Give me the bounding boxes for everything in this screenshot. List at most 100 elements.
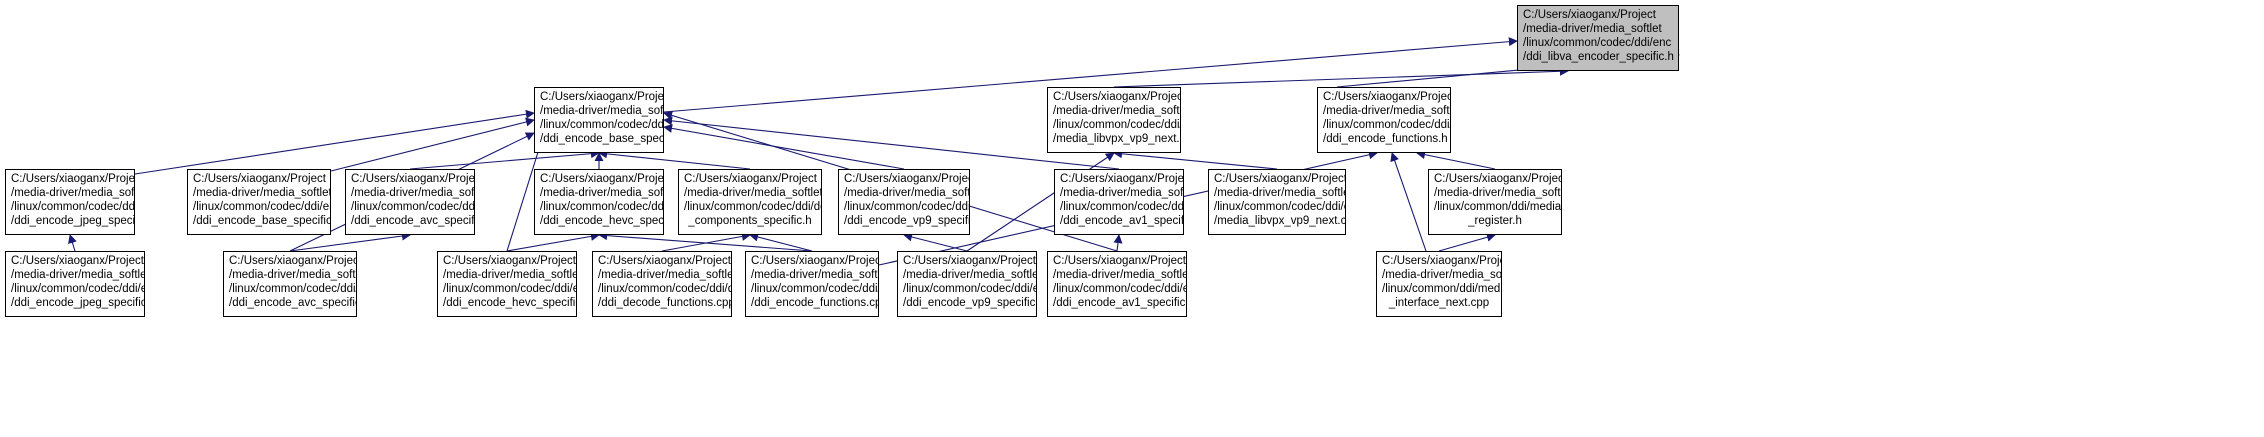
node-label-line: /media-driver/media_softlet [443, 269, 577, 281]
node-libva-reg-h[interactable]: C:/Users/xiaoganx/Project/media-driver/m… [1428, 169, 1562, 235]
node-base-cpp[interactable]: C:/Users/xiaoganx/Project/media-driver/m… [187, 169, 331, 235]
node-label-line: /linux/common/codec/ddi/enc [1053, 283, 1187, 295]
node-label-line: C:/Users/xiaoganx/Project [540, 91, 664, 103]
node-label-line: C:/Users/xiaoganx/Project [751, 255, 879, 267]
node-label-line: /media-driver/media_softlet [1323, 105, 1451, 117]
node-label-line: C:/Users/xiaoganx/Project [684, 173, 817, 185]
node-label-line: /linux/common/codec/ddi/enc [193, 201, 331, 213]
node-label-line: _components_specific.h [688, 215, 812, 227]
node-label-line: /ddi_libva_encoder_specific.h [1523, 51, 1674, 63]
node-label-line: /ddi_encode_vp9_specific.cpp [903, 297, 1036, 309]
node-label-line: C:/Users/xiaoganx/Project [903, 255, 1036, 267]
node-libva-iface-cpp[interactable]: C:/Users/xiaoganx/Project/media-driver/m… [1376, 251, 1502, 317]
node-label-line: /media-driver/media_softlet [1523, 23, 1662, 35]
node-label-line: C:/Users/xiaoganx/Project [1214, 173, 1346, 185]
node-label-line: /linux/common/codec/ddi/enc [1060, 201, 1184, 213]
node-label-line: /ddi_encode_avc_specific.h [351, 215, 475, 227]
node-label-line: /media-driver/media_softlet [1053, 105, 1181, 117]
edge-encode-fn-cpp-to-regcomp-h [749, 232, 813, 252]
node-label-line: /media-driver/media_softlet [684, 187, 822, 199]
edge-base-h-to-root [663, 37, 1518, 113]
node-label-line: /media-driver/media_softlet [351, 187, 475, 199]
node-label-line: /media-driver/media_softlet [193, 187, 331, 199]
node-label-line: /linux/common/codec/ddi/enc [903, 283, 1037, 295]
node-base-h[interactable]: C:/Users/xiaoganx/Project/media-driver/m… [534, 87, 664, 153]
node-jpeg-h[interactable]: C:/Users/xiaoganx/Project/media-driver/m… [5, 169, 135, 235]
node-hevc-cpp[interactable]: C:/Users/xiaoganx/Project/media-driver/m… [437, 251, 577, 317]
node-label-line: /media-driver/media_softlet [1053, 269, 1187, 281]
node-label-line: /media-driver/media_softlet [11, 269, 145, 281]
node-label-line: /media-driver/media_softlet [11, 187, 135, 199]
node-label-line: /media-driver/media_softlet [540, 105, 664, 117]
node-label-line: /linux/common/codec/ddi/enc [443, 283, 577, 295]
node-label-line: /ddi_encode_functions.h [1323, 133, 1448, 145]
node-label-line: /media-driver/media_softlet [1382, 269, 1502, 281]
node-vp9next-cpp[interactable]: C:/Users/xiaoganx/Project/media-driver/m… [1208, 169, 1346, 235]
node-root[interactable]: C:/Users/xiaoganx/Project/media-driver/m… [1517, 5, 1679, 71]
node-av1-h[interactable]: C:/Users/xiaoganx/Project/media-driver/m… [1054, 169, 1184, 235]
node-label-line: /linux/common/codec/ddi/enc [229, 283, 356, 295]
node-label-line: /ddi_decode_functions.cpp [598, 297, 732, 309]
node-label-line: /media-driver/media_softlet [1060, 187, 1184, 199]
node-label-line: /linux/common/codec/ddi/enc [1523, 37, 1672, 49]
node-label-line: /linux/common/codec/ddi/enc [1323, 119, 1450, 131]
node-label-line: /linux/common/codec/ddi/dec [598, 283, 732, 295]
edge-libva-iface-cpp-to-functions-h [1390, 152, 1427, 252]
node-label-line: C:/Users/xiaoganx/Project [598, 255, 731, 267]
node-label-line: _register.h [1468, 215, 1522, 227]
edge-base-cpp-to-base-h [330, 117, 535, 172]
edge-av1-h-to-base-h [663, 116, 1120, 170]
edge-vp9next-h-to-root [1113, 66, 1569, 88]
node-label-line: C:/Users/xiaoganx/Project [11, 173, 135, 185]
node-label-line: C:/Users/xiaoganx/Project [1382, 255, 1502, 267]
node-label-line: /linux/common/codec/ddi/enc [351, 201, 475, 213]
node-label-line: _interface_next.cpp [1388, 297, 1490, 309]
edge-decode-fn-cpp-to-regcomp-h [661, 232, 751, 252]
node-label-line: /ddi_encode_hevc_specific.h [540, 215, 664, 227]
node-vp9-h[interactable]: C:/Users/xiaoganx/Project/media-driver/m… [838, 169, 970, 235]
node-label-line: /ddi_encode_hevc_specific.cpp [443, 297, 576, 309]
node-label-line: /linux/common/codec/ddi/enc [540, 119, 664, 131]
node-label-line: /linux/common/ddi/media_libva [1434, 201, 1562, 213]
node-jpeg-cpp[interactable]: C:/Users/xiaoganx/Project/media-driver/m… [5, 251, 145, 317]
edge-jpeg-h-to-base-h [134, 109, 535, 175]
node-label-line: C:/Users/xiaoganx/Project [1053, 255, 1186, 267]
node-vp9-cpp[interactable]: C:/Users/xiaoganx/Project/media-driver/m… [897, 251, 1037, 317]
node-label-line: /media-driver/media_softlet [751, 269, 879, 281]
node-decode-fn-cpp[interactable]: C:/Users/xiaoganx/Project/media-driver/m… [592, 251, 732, 317]
node-hevc-h[interactable]: C:/Users/xiaoganx/Project/media-driver/m… [534, 169, 664, 235]
edge-avc-h-to-base-h [409, 149, 600, 170]
node-label-line: /media_libvpx_vp9_next.h [1053, 133, 1181, 145]
node-label-line: C:/Users/xiaoganx/Project [1060, 173, 1184, 185]
node-label-line: /ddi_encode_jpeg_specific.cpp [11, 297, 144, 309]
node-encode-fn-cpp[interactable]: C:/Users/xiaoganx/Project/media-driver/m… [745, 251, 879, 317]
node-label-line: /linux/common/codec/ddi/enc [1053, 119, 1180, 131]
node-label-line: /media-driver/media_softlet [903, 269, 1037, 281]
node-label-line: /ddi_encode_avc_specific.cpp [229, 297, 356, 309]
edge-av1-cpp-to-av1-h [1113, 234, 1123, 252]
node-label-line: C:/Users/xiaoganx/Project [193, 173, 326, 185]
node-avc-cpp[interactable]: C:/Users/xiaoganx/Project/media-driver/m… [223, 251, 357, 317]
node-label-line: /media-driver/media_softlet [540, 187, 664, 199]
edge-vp9next-cpp-to-vp9next-h [1113, 149, 1278, 170]
node-label-line: C:/Users/xiaoganx/Project [351, 173, 475, 185]
node-functions-h[interactable]: C:/Users/xiaoganx/Project/media-driver/m… [1317, 87, 1451, 153]
node-label-line: /media-driver/media_softlet [1214, 187, 1346, 199]
node-label-line: /linux/common/codec/ddi/enc [1214, 201, 1345, 213]
node-avc-h[interactable]: C:/Users/xiaoganx/Project/media-driver/m… [345, 169, 475, 235]
node-label-line: C:/Users/xiaoganx/Project [1434, 173, 1562, 185]
node-av1-cpp[interactable]: C:/Users/xiaoganx/Project/media-driver/m… [1047, 251, 1187, 317]
node-label-line: /ddi_encode_av1_specific.cpp [1053, 297, 1186, 309]
node-label-line: /media_libvpx_vp9_next.cpp [1214, 215, 1346, 227]
node-label-line: C:/Users/xiaoganx/Project [844, 173, 970, 185]
node-label-line: C:/Users/xiaoganx/Project [229, 255, 357, 267]
edge-libva-reg-h-to-functions-h [1416, 150, 1496, 170]
node-label-line: /linux/common/codec/ddi/ddi_register [684, 201, 821, 213]
node-label-line: /media-driver/media_softlet [1434, 187, 1562, 199]
node-regcomp-h[interactable]: C:/Users/xiaoganx/Project/media-driver/m… [678, 169, 822, 235]
node-label-line: C:/Users/xiaoganx/Project [11, 255, 144, 267]
node-label-line: /media-driver/media_softlet [229, 269, 357, 281]
node-vp9next-h[interactable]: C:/Users/xiaoganx/Project/media-driver/m… [1047, 87, 1181, 153]
node-label-line: /media-driver/media_softlet [598, 269, 732, 281]
node-label-line: /linux/common/codec/ddi/enc [844, 201, 970, 213]
